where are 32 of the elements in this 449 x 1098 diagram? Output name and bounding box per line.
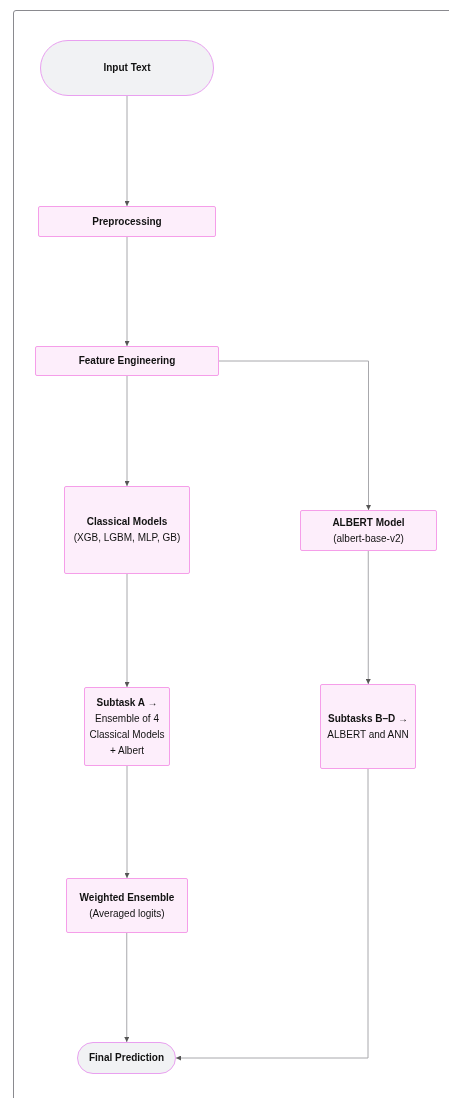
arrow <box>124 573 130 688</box>
arrow <box>124 375 130 487</box>
arrow <box>365 550 371 685</box>
arrow <box>124 236 130 347</box>
node-detail: ALBERT and ANN <box>327 727 409 742</box>
node-detail: (albert-base-v2) <box>333 531 404 546</box>
process-box <box>38 206 216 237</box>
node-title: Subtask A → <box>96 695 158 710</box>
process-box <box>35 346 219 376</box>
node-title: Input Text <box>103 61 151 75</box>
arrow <box>218 360 371 511</box>
node-title: Preprocessing <box>92 214 162 229</box>
node-title: Classical Models <box>86 515 168 529</box>
node-title: Weighted Ensemble <box>79 890 175 905</box>
node-detail: Ensemble of 4 Classical Models + Albert <box>89 711 165 758</box>
arrow <box>124 95 130 207</box>
terminal-pill <box>77 1042 176 1074</box>
node-detail: (XGB, LGBM, MLP, GB) <box>73 531 181 545</box>
terminal-pill <box>40 40 214 96</box>
process-box <box>300 510 437 551</box>
node-title: Subtasks B–D → <box>328 711 408 726</box>
process-box <box>320 684 416 769</box>
node-title: ALBERT Model <box>332 515 405 530</box>
node-title: Feature Engineering <box>78 354 176 368</box>
node-detail: (Averaged logits) <box>89 906 165 921</box>
process-box <box>64 486 190 574</box>
process-box <box>66 878 188 933</box>
process-box <box>84 687 170 766</box>
arrow <box>175 768 369 1061</box>
arrow <box>124 765 130 879</box>
node-title: Final Prediction <box>89 1051 164 1065</box>
arrow <box>124 932 130 1043</box>
